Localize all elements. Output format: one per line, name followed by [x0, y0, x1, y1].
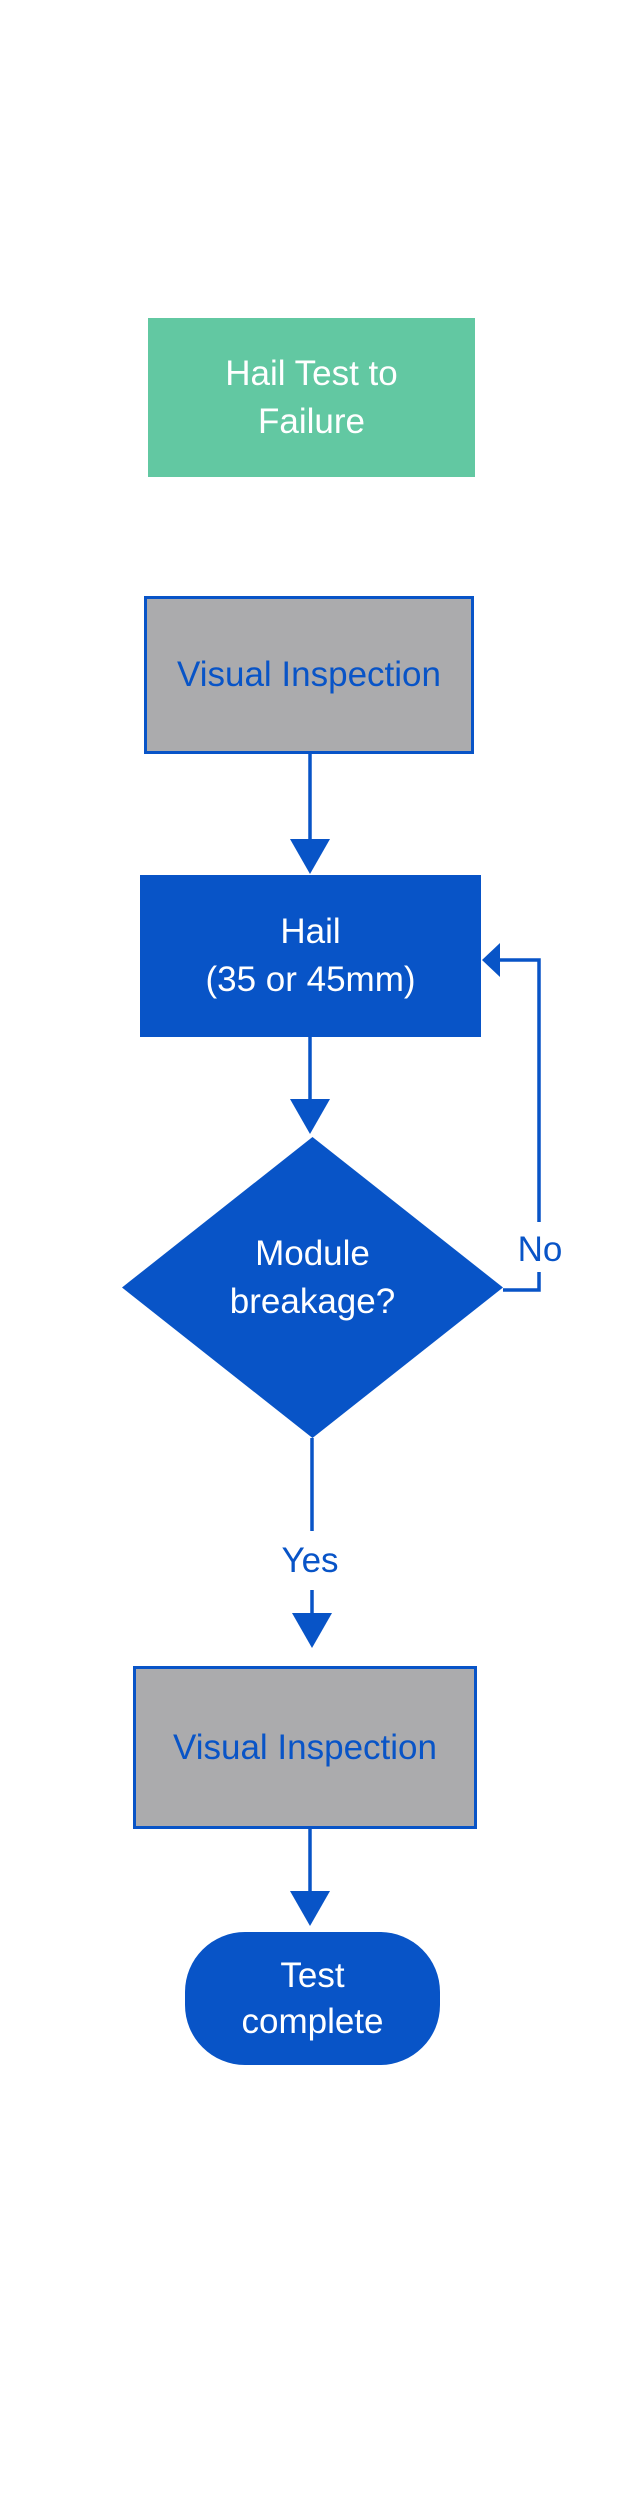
- node-label-line: Module: [255, 1233, 370, 1273]
- node-label-line: (35 or 45mm): [205, 960, 416, 999]
- node-label: Module breakage?: [230, 1230, 395, 1326]
- node-hail-process: Hail (35 or 45mm): [140, 875, 481, 1037]
- node-visual-inspection-2: Visual Inspection: [133, 1666, 477, 1829]
- edge-label-yes: Yes: [281, 1541, 339, 1580]
- node-label: Visual Inspection: [177, 655, 441, 694]
- arrowhead-down-icon: [292, 1613, 332, 1648]
- node-label-line: Hail: [280, 912, 341, 951]
- node-label: Hail (35 or 45mm): [205, 908, 415, 1004]
- node-label-line: Hail Test to: [225, 353, 398, 393]
- node-test-complete-terminator: Test complete: [185, 1932, 440, 2065]
- node-label-line: Test: [280, 1955, 345, 1995]
- edge-label-no: No: [517, 1230, 563, 1269]
- node-label-line: Failure: [258, 401, 365, 441]
- arrowhead-down-icon: [290, 1099, 330, 1134]
- node-label: Hail Test to Failure: [225, 350, 398, 446]
- arrowhead-left-icon: [482, 943, 500, 977]
- arrowhead-down-icon: [290, 839, 330, 874]
- node-visual-inspection-1: Visual Inspection: [144, 596, 474, 754]
- node-label-line: breakage?: [229, 1281, 396, 1321]
- node-label: Test complete: [241, 1953, 383, 2045]
- arrowhead-down-icon: [290, 1891, 330, 1926]
- node-label: Visual Inspection: [173, 1727, 437, 1767]
- node-start-hail-test-to-failure: Hail Test to Failure: [148, 318, 475, 477]
- edge-decision-no-corner: [503, 1272, 541, 1292]
- edge-decision-no-return: [500, 958, 541, 1222]
- node-label-line: complete: [241, 2001, 384, 2041]
